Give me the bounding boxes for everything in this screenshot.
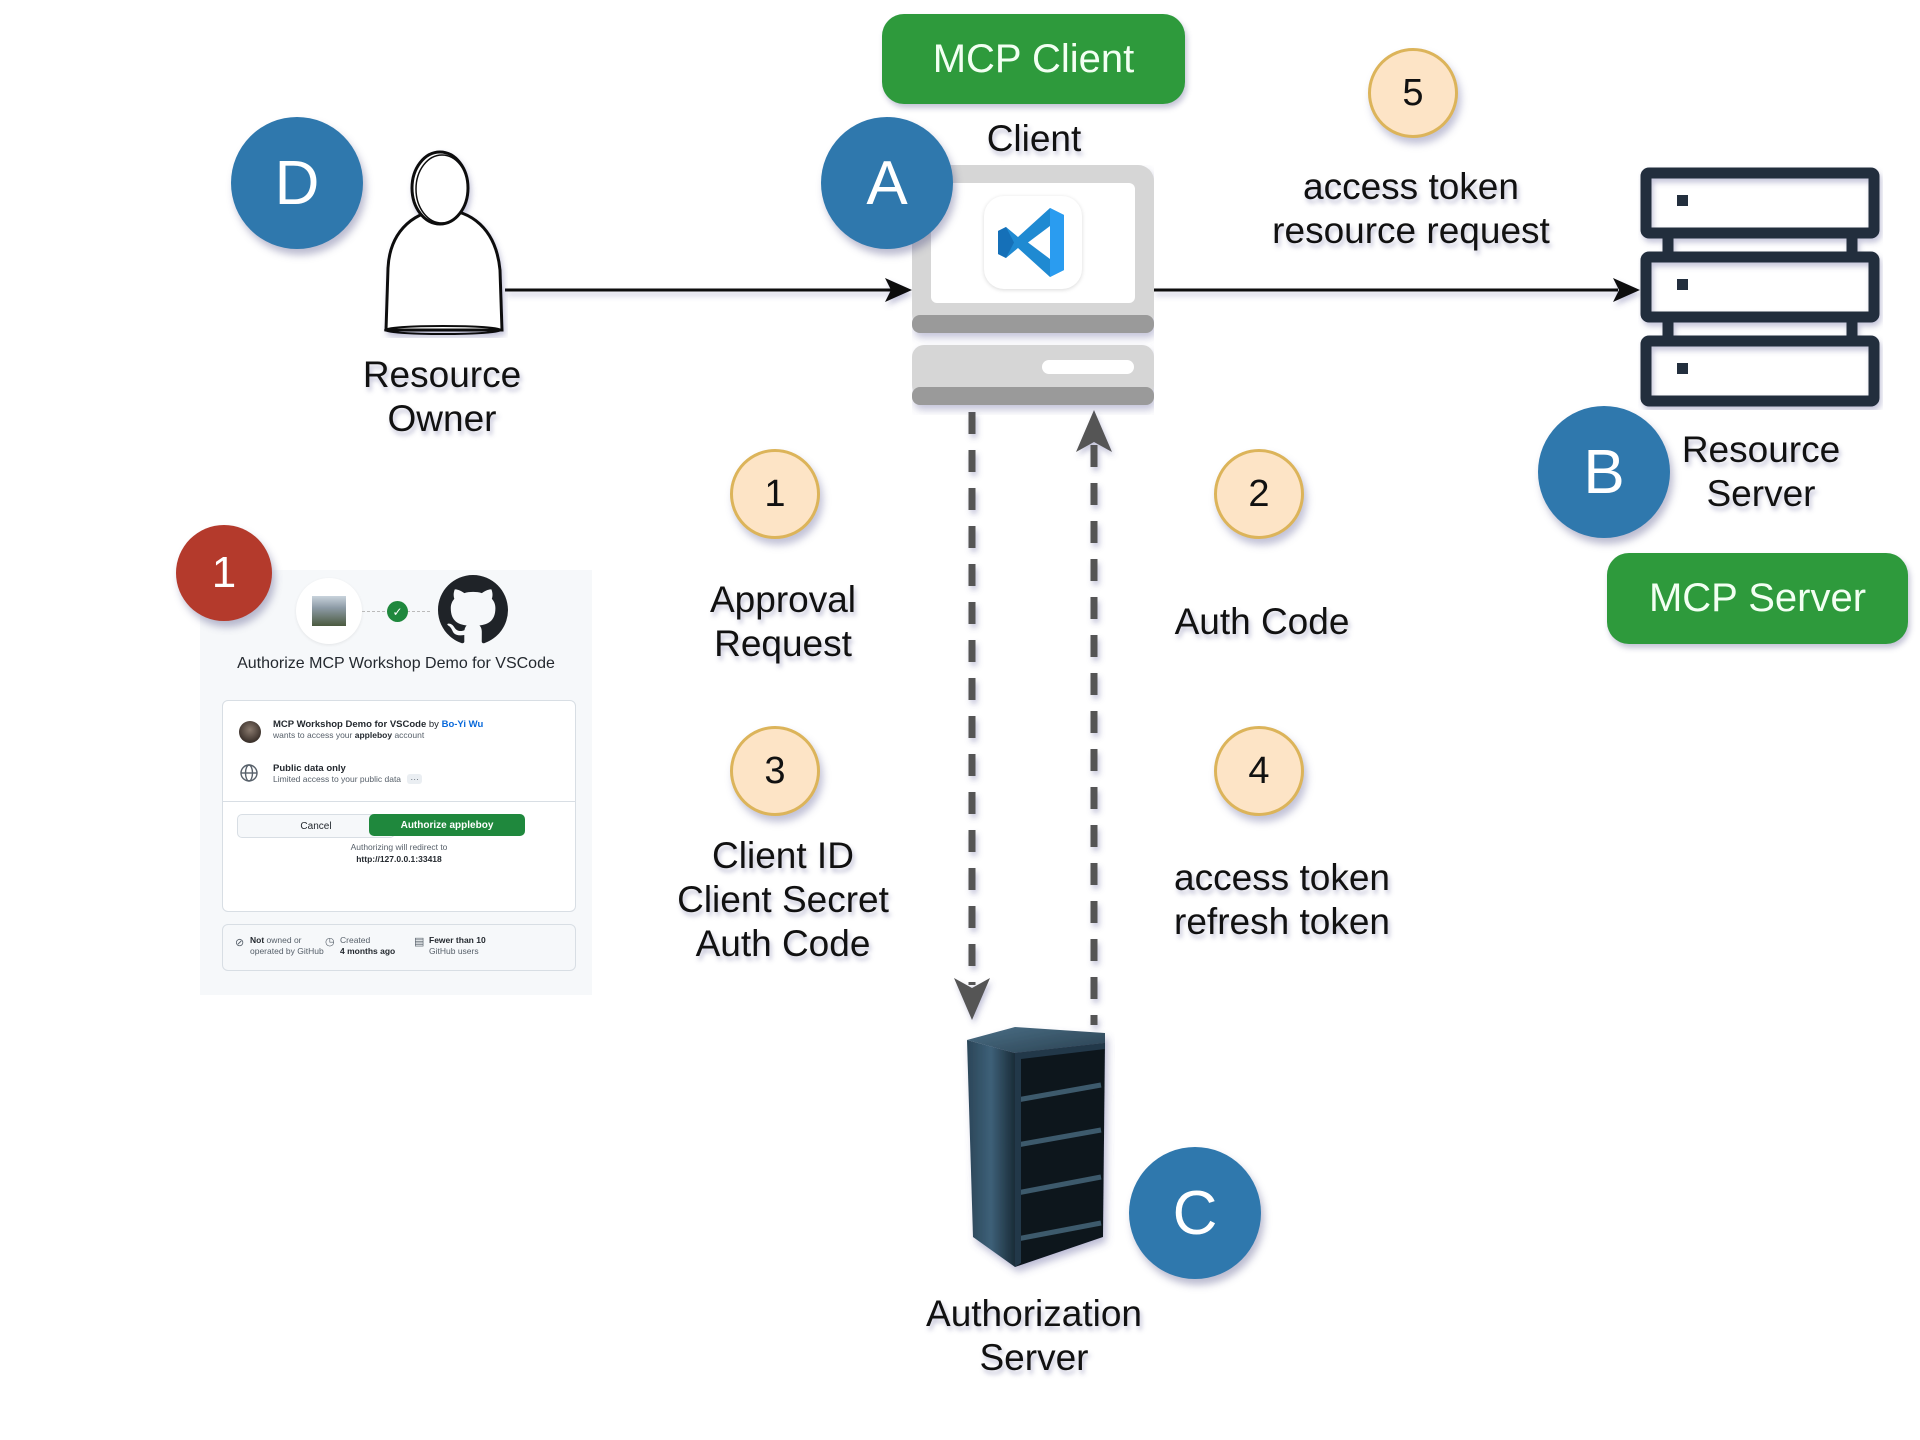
footer-item-created: Created 4 months ago (340, 935, 395, 957)
footer-item-users: Fewer than 10 GitHub users (429, 935, 486, 957)
footer-owner-text: owned or (266, 935, 302, 945)
client-computer-icon (912, 165, 1154, 415)
footer-created-age: 4 months ago (340, 946, 396, 956)
resource-server-letter-b: B (1538, 406, 1670, 538)
step-1-label: Approval Request (710, 578, 856, 666)
github-authorize-screenshot: ✓ Authorize MCP Workshop Demo for VSCode… (200, 570, 592, 995)
person-icon (378, 148, 508, 338)
step-1-badge: 1 (730, 449, 820, 539)
authorization-server-label: Authorization Server (926, 1292, 1142, 1380)
check-icon: ✓ (387, 601, 408, 622)
not-owned-icon: ⊘ (235, 937, 245, 949)
authorization-server-label-line: Authorization (926, 1293, 1142, 1334)
app-logo-image (312, 596, 346, 626)
client-letter-a: A (821, 117, 953, 249)
resource-owner-label-line: Owner (387, 398, 497, 439)
authorization-server-label-line: Server (979, 1337, 1089, 1378)
arrow-owner-to-client (505, 278, 912, 302)
step-3-label-line: Auth Code (695, 923, 871, 964)
arrow-client-to-auth-server (954, 412, 990, 1020)
client-label: Client (986, 118, 1082, 159)
scope-row: Public data only Limited access to your … (273, 763, 422, 784)
globe-icon (239, 763, 259, 783)
resource-server-label-line: Server (1706, 473, 1816, 514)
by-text: by (428, 719, 439, 730)
app-name: MCP Workshop Demo for VSCode (273, 719, 427, 730)
app-request-row: MCP Workshop Demo for VSCode by Bo-Yi Wu… (273, 719, 483, 740)
mcp-client-badge: MCP Client (882, 14, 1185, 104)
scope-desc: Limited access to your public data (273, 774, 402, 784)
wants-suffix: account (394, 730, 425, 740)
step-1-label-line: Approval (709, 579, 857, 620)
step-4-label: access token refresh token (1174, 856, 1390, 944)
app-logo (296, 578, 362, 644)
users-icon: ▤ (414, 936, 425, 948)
step-4-badge: 4 (1214, 726, 1304, 816)
resource-server-label-line: Resource (1681, 429, 1841, 470)
authorization-server-icon (955, 1005, 1115, 1280)
step-5-badge: 5 (1368, 48, 1458, 138)
authorize-title: Authorize MCP Workshop Demo for VSCode (237, 655, 555, 672)
resource-owner-label-line: Resource (362, 354, 522, 395)
clock-icon: ◷ (325, 936, 335, 948)
screenshot-step-1-badge: 1 (176, 525, 272, 621)
redirect-url: http://127.0.0.1:33418 (356, 854, 442, 864)
resource-owner-label: Resource Owner (363, 353, 521, 441)
account-name: appleboy (354, 730, 393, 740)
authorize-button[interactable]: Authorize appleboy (369, 814, 525, 836)
authorize-panel: MCP Workshop Demo for VSCode by Bo-Yi Wu… (222, 700, 576, 912)
footer-users-bold: Fewer than 10 (429, 935, 486, 945)
author-link[interactable]: Bo-Yi Wu (441, 719, 484, 730)
footer-owner-text2: operated by GitHub (250, 946, 324, 956)
cancel-button[interactable]: Cancel (237, 814, 395, 838)
vscode-icon (984, 196, 1082, 289)
scope-title: Public data only (273, 763, 346, 774)
step-3-badge: 3 (730, 726, 820, 816)
resource-server-label: Resource Server (1682, 428, 1840, 516)
panel-divider (223, 801, 575, 802)
step-2-badge: 2 (1214, 449, 1304, 539)
step-3-label: Client ID Client Secret Auth Code (677, 834, 889, 966)
step-5-label-line: resource request (1272, 210, 1550, 251)
step-3-label-line: Client ID (712, 835, 854, 876)
authorization-server-letter-c: C (1129, 1147, 1261, 1279)
arrow-auth-server-to-client (1076, 410, 1112, 1025)
author-avatar (239, 721, 261, 743)
step-3-label-line: Client Secret (677, 879, 889, 920)
github-logo-icon (438, 575, 508, 645)
footer-created-text: Created (340, 935, 371, 945)
footer-item-owner: Not owned or operated by GitHub (250, 935, 324, 957)
step-5-label: access token resource request (1272, 165, 1550, 253)
step-2-label-line: Auth Code (1174, 601, 1350, 642)
app-info-footer: ⊘ Not owned or operated by GitHub ◷ Crea… (222, 924, 576, 971)
redirect-note: Authorizing will redirect to (350, 842, 448, 852)
step-2-label: Auth Code (1175, 600, 1350, 644)
mcp-server-badge: MCP Server (1607, 553, 1908, 644)
wants-prefix: wants to access your (273, 730, 353, 740)
footer-users-text: GitHub users (429, 946, 479, 956)
arrow-client-to-resource-server (1153, 278, 1640, 302)
step-5-label-line: access token (1303, 166, 1519, 207)
owner-letter-d: D (231, 117, 363, 249)
step-1-label-line: Request (714, 623, 852, 664)
step-4-label-line: refresh token (1174, 901, 1390, 942)
resource-server-icon (1638, 165, 1883, 410)
step-4-label-line: access token (1174, 857, 1390, 898)
footer-owner-bold: Not (250, 935, 265, 945)
scope-more-button[interactable]: ··· (407, 774, 422, 784)
